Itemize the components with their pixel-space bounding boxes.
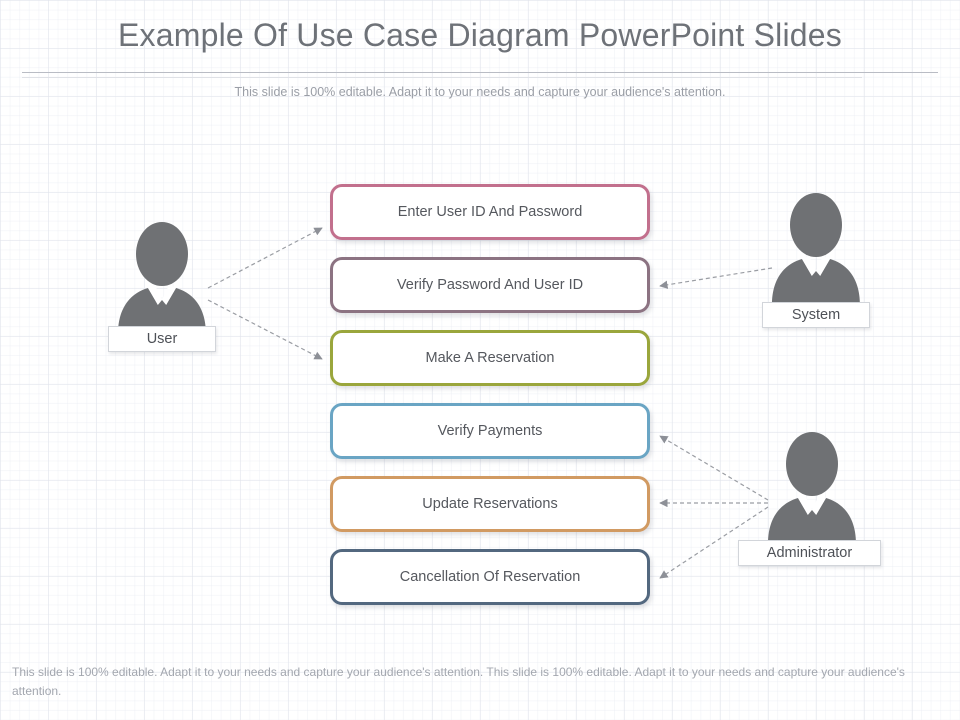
actor-label: Administrator [766, 545, 853, 561]
title-divider-secondary [22, 77, 862, 78]
usecase-box[interactable]: Verify Password And User ID [330, 257, 650, 313]
page-title: Example Of Use Case Diagram PowerPoint S… [118, 17, 842, 53]
actor-label-box: System [762, 302, 870, 328]
footer-text: This slide is 100% editable. Adapt it to… [12, 665, 905, 698]
actor-user[interactable]: User [108, 222, 216, 354]
usecase-label: Verify Payments [437, 423, 543, 439]
connector-system-to-verify-password [659, 267, 773, 289]
usecase-label: Make A Reservation [425, 350, 555, 366]
businessman-icon [772, 193, 860, 305]
actor-label: System [791, 307, 841, 323]
usecase-box[interactable]: Update Reservations [330, 476, 650, 532]
usecase-label: Verify Password And User ID [396, 277, 584, 293]
connector-admin-to-verify-payments [659, 435, 769, 501]
usecase-label: Cancellation Of Reservation [399, 569, 581, 585]
usecase-box[interactable]: Cancellation Of Reservation [330, 549, 650, 605]
businessman-icon [118, 222, 206, 334]
actor-label-box: User [108, 326, 216, 352]
usecase-label: Update Reservations [422, 496, 558, 512]
businessman-icon [768, 432, 856, 544]
usecase-box[interactable]: Verify Payments [330, 403, 650, 459]
title-divider-primary [22, 72, 938, 73]
connector-user-to-enter-credentials [207, 227, 323, 289]
usecase-box[interactable]: Make A Reservation [330, 330, 650, 386]
actor-system[interactable]: System [762, 193, 870, 328]
actor-label: User [146, 331, 178, 347]
slide-subtitle: This slide is 100% editable. Adapt it to… [234, 85, 726, 99]
actor-administrator[interactable]: Administrator [738, 432, 881, 567]
connector-user-to-make-reservation [207, 299, 323, 360]
usecase-box[interactable]: Enter User ID And Password [330, 184, 650, 240]
usecase-label: Enter User ID And Password [397, 204, 583, 220]
actor-label-box: Administrator [738, 540, 881, 566]
